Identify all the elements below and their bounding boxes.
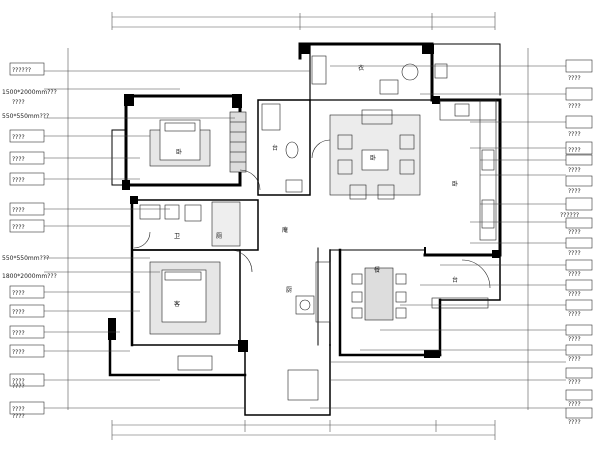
left-dimension-note: 550*550mm??? <box>2 113 49 120</box>
coffee-table <box>361 149 389 171</box>
svg-text:????: ???? <box>568 250 581 257</box>
right-callout-box: ???? <box>565 324 593 343</box>
right-callout-box: ???? <box>565 87 593 110</box>
dining-table <box>364 267 394 321</box>
right-leader-lines <box>310 65 566 409</box>
room-label: 衣 <box>358 64 364 72</box>
furniture <box>133 55 497 401</box>
right-callouts: ???? ???? ???? ???? ???? ?????? ???? ???… <box>560 59 593 426</box>
walls <box>108 42 502 416</box>
right-callout-box: ???? <box>565 389 593 408</box>
svg-text:????: ???? <box>568 419 581 426</box>
left-callout-box: ???? <box>9 285 45 299</box>
right-callout-box: ???? <box>565 115 593 138</box>
room-label: 餐 <box>374 266 380 274</box>
right-callout-box <box>565 141 593 155</box>
svg-text:??????: ?????? <box>12 67 31 74</box>
svg-text:??????: ?????? <box>560 212 579 219</box>
right-callout-box: ???? <box>565 237 593 257</box>
left-callout-text: ???? <box>12 413 25 420</box>
right-callout-box: ???? <box>565 367 593 386</box>
svg-text:????: ???? <box>568 311 581 318</box>
room-labels: 衣 卧 台 卧 卧 卫 厕 庵 客 厨 餐 台 <box>174 64 458 308</box>
left-dimension-note: 1500*2000mm??? <box>2 89 57 96</box>
left-callout-text: ???? <box>12 383 25 390</box>
sofa <box>361 109 393 125</box>
room-label: 庵 <box>282 226 288 234</box>
room-label: 厨 <box>286 287 292 294</box>
left-callout-box: ???? <box>9 325 45 339</box>
svg-text:????: ???? <box>568 271 581 278</box>
left-callout-box: ???? <box>9 219 45 233</box>
bed2 <box>161 269 207 323</box>
room-label: 卧 <box>370 154 376 162</box>
svg-text:????: ???? <box>12 406 25 413</box>
left-callout-box: ???? <box>9 401 45 415</box>
svg-text:????: ???? <box>568 188 581 195</box>
svg-text:????: ???? <box>568 229 581 236</box>
right-callout-box: ???? <box>565 217 593 236</box>
svg-text:????: ???? <box>12 134 25 141</box>
room-label: 台 <box>272 144 278 152</box>
svg-text:????: ???? <box>568 379 581 386</box>
left-callouts: ?????? 1500*2000mm??? 550*550mm??? ???? … <box>2 62 57 420</box>
room-label: 台 <box>452 276 458 284</box>
left-callout-box: ???? <box>9 151 45 165</box>
room-label: 卧 <box>452 180 458 188</box>
right-callout-text: ???? <box>568 147 581 154</box>
left-callout-box: ???? <box>9 373 45 387</box>
svg-text:????: ???? <box>568 167 581 174</box>
svg-text:????: ???? <box>568 103 581 110</box>
svg-text:????: ???? <box>568 401 581 408</box>
svg-text:????: ???? <box>568 356 581 363</box>
svg-text:????: ???? <box>12 290 25 297</box>
room-label: 卫 <box>174 233 180 240</box>
room-label: 卧 <box>176 148 182 156</box>
right-callout-box: ???? <box>565 175 593 195</box>
wall-columns <box>108 44 500 358</box>
left-callout-box: ???? <box>9 344 45 358</box>
svg-text:????: ???? <box>12 309 25 316</box>
left-dimension-note: 550*550mm??? <box>2 255 49 262</box>
dimension-lines <box>67 12 529 440</box>
right-callout-box: ?????? <box>560 197 593 219</box>
left-callout-box: ???? <box>9 129 45 143</box>
left-callout-box: ???? <box>9 304 45 318</box>
right-callout-box: ???? <box>565 259 593 278</box>
room-label: 客 <box>174 300 180 308</box>
svg-text:????: ???? <box>12 177 25 184</box>
svg-text:????: ???? <box>568 75 581 82</box>
room-label: 厕 <box>216 233 222 240</box>
svg-text:????: ???? <box>12 224 25 231</box>
svg-text:????: ???? <box>568 336 581 343</box>
svg-text:????: ???? <box>12 349 25 356</box>
svg-text:????: ???? <box>12 156 25 163</box>
bed <box>159 119 201 161</box>
svg-text:????: ???? <box>12 378 25 385</box>
left-callout-text: ???? <box>12 99 25 106</box>
svg-text:????: ???? <box>12 207 25 214</box>
right-callout-box: ???? <box>565 154 593 174</box>
right-callout-box: ???? <box>565 59 593 82</box>
svg-text:????: ???? <box>12 330 25 337</box>
right-callout-box: ???? <box>565 407 593 426</box>
left-callout-box: ???? <box>9 202 45 216</box>
svg-text:????: ???? <box>568 291 581 298</box>
left-leader-lines <box>44 70 310 409</box>
right-callout-box: ???? <box>565 344 593 363</box>
right-callout-box: ???? <box>565 279 593 298</box>
left-dimension-note: 1800*2000mm??? <box>2 273 57 280</box>
right-callout-box: ???? <box>565 299 593 318</box>
left-callout-box: ???? <box>9 172 45 186</box>
svg-text:????: ???? <box>568 131 581 138</box>
left-callout-box: ?????? <box>9 62 45 76</box>
